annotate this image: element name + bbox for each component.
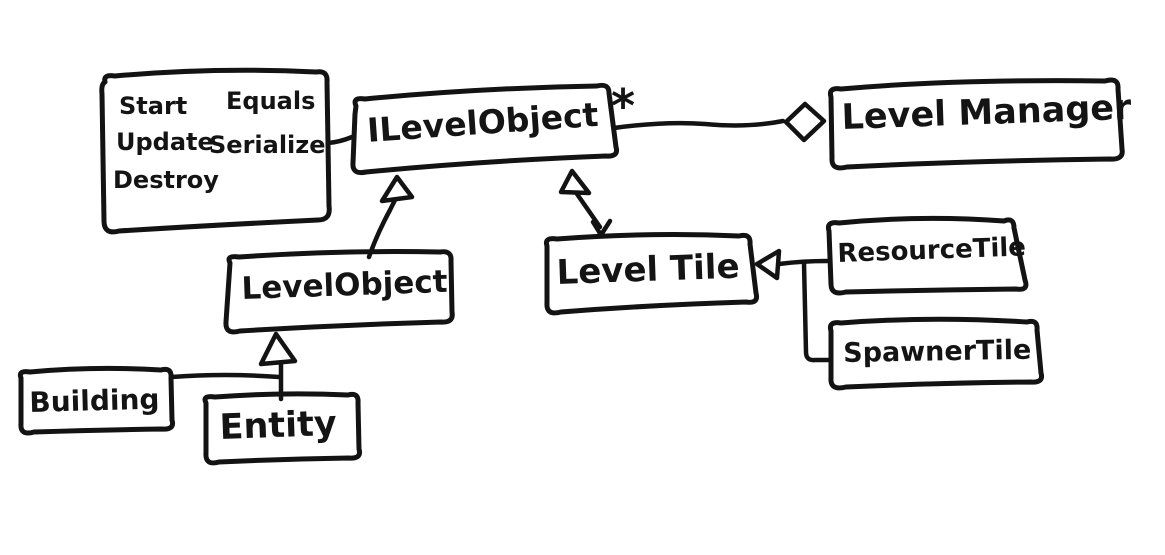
aggregation-line [611,118,786,131]
leveltile-box [544,232,759,316]
entity-label: Entity [218,403,338,448]
leveltile-inheritance-line [574,191,603,230]
method-label-update: Update [116,128,214,156]
method-label-serialize: Serialize [209,131,326,159]
spawnertile-box [828,316,1044,391]
building-label: Building [28,382,160,419]
note-attachment-line [325,134,355,146]
resourcetile-label: ResourceTile [836,232,1027,269]
multiplicity-star: * [611,79,636,133]
levelobject-label: LevelObject [240,263,449,307]
leveltile-label: Level Tile [555,246,741,293]
method-label-destroy: Destroy [113,166,219,194]
method-label-equals: Equals [226,87,316,115]
methods-note-box [99,67,332,235]
building-box [17,365,175,436]
inheritance-triangle-icon [379,174,415,204]
levelobject-box [223,249,455,335]
small-arrowhead-icon [590,218,613,238]
inheritance-triangle-icon [558,168,592,196]
spawnertile-label: SpawnerTile [842,334,1032,369]
levelmanager-box [828,77,1125,171]
spawnertile-inheritance-line [801,260,831,363]
aggregation-diamond-icon [783,101,827,143]
inheritance-triangle-icon [754,248,782,281]
inheritance-triangle-icon [258,331,298,367]
levelobject-inheritance-line [366,197,398,260]
resourcetile-box [826,215,1029,296]
ilevelobject-box [350,82,619,176]
building-inheritance-line [169,372,282,380]
entity-box [202,391,362,466]
method-label-start: Start [119,92,188,120]
